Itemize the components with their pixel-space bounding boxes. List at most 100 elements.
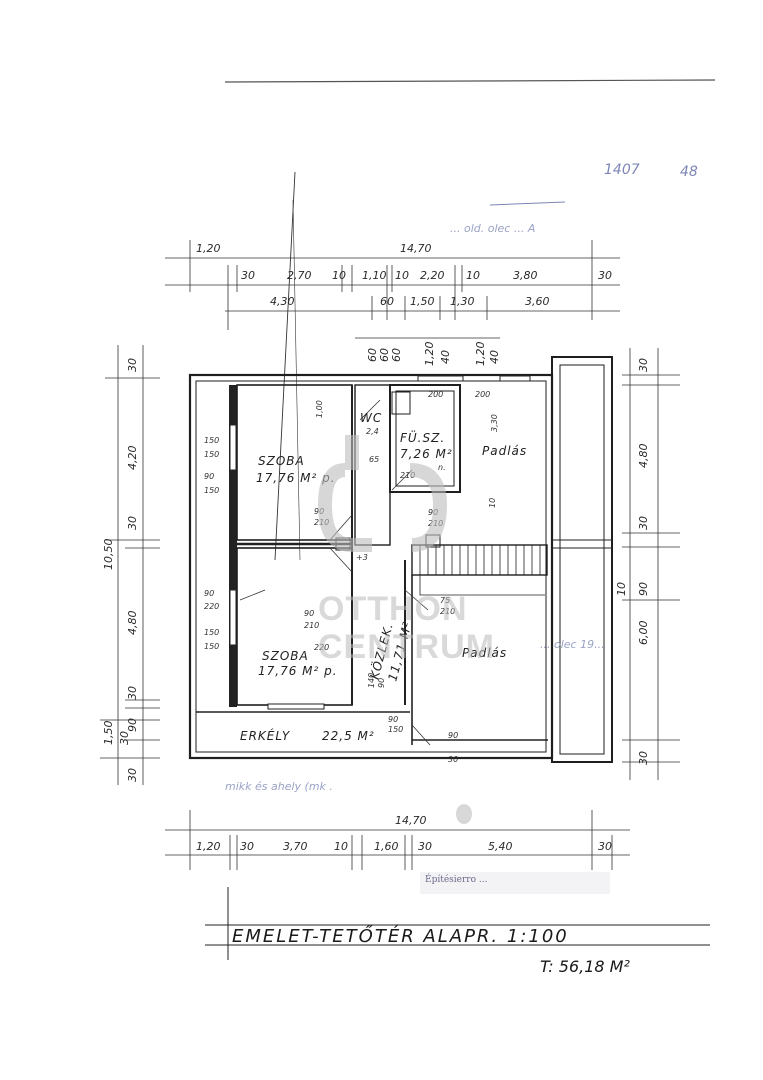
top-dim-2: 30 bbox=[241, 269, 255, 282]
drawing-title: EMELET-TETŐTÉR ALAPR. 1:100 bbox=[232, 925, 569, 947]
svg-text:30: 30 bbox=[118, 731, 131, 745]
room-fursz-code: n. bbox=[438, 463, 446, 472]
watermark-line-2: CENTRUM bbox=[318, 628, 495, 666]
bottom-overall-dim: 14,70 bbox=[395, 814, 427, 827]
svg-text:1,20: 1,20 bbox=[474, 342, 487, 367]
svg-text:30: 30 bbox=[126, 768, 139, 782]
room-fursz-name: FÜ.SZ. bbox=[400, 429, 445, 445]
room-padlas-2-name: Padlás bbox=[462, 646, 507, 660]
room-szoba-1-name: SZOBA bbox=[258, 454, 305, 468]
svg-text:150: 150 bbox=[204, 436, 219, 445]
stamp-text: Építésierro ... bbox=[425, 873, 488, 885]
svg-text:3,70: 3,70 bbox=[283, 840, 308, 853]
svg-text:220: 220 bbox=[314, 643, 329, 652]
note-mid: ... olec 19... bbox=[540, 638, 605, 651]
svg-text:30: 30 bbox=[126, 358, 139, 372]
svg-text:30: 30 bbox=[240, 840, 254, 853]
door-swings bbox=[239, 399, 431, 746]
room-padlas-1-name: Padlás bbox=[482, 444, 527, 458]
plan-walls bbox=[188, 356, 613, 763]
svg-text:10: 10 bbox=[334, 840, 348, 853]
reference-number: 1407 bbox=[604, 162, 640, 178]
window-markers bbox=[229, 375, 531, 710]
room-erkely-area: 22,5 M² bbox=[322, 729, 375, 743]
note-bottom: mikk és ahely (mk . bbox=[225, 780, 333, 793]
top-overall-dim: 14,70 bbox=[400, 242, 432, 255]
svg-text:90: 90 bbox=[388, 715, 398, 724]
svg-text:3,30: 3,30 bbox=[490, 414, 499, 432]
svg-text:90: 90 bbox=[204, 472, 214, 481]
svg-text:150: 150 bbox=[204, 642, 219, 651]
svg-text:6,00: 6,00 bbox=[637, 621, 650, 646]
svg-text:5,40: 5,40 bbox=[488, 840, 513, 853]
svg-text:60: 60 bbox=[366, 348, 379, 362]
svg-text:40: 40 bbox=[439, 350, 452, 364]
svg-text:1,60: 1,60 bbox=[374, 840, 399, 853]
title-block: EMELET-TETŐTÉR ALAPR. 1:100 T: 56,18 M² bbox=[205, 887, 710, 976]
top-dim-1: 1,20 bbox=[196, 242, 221, 255]
svg-text:30: 30 bbox=[637, 516, 650, 530]
svg-text:90: 90 bbox=[448, 731, 458, 740]
svg-text:30: 30 bbox=[598, 840, 612, 853]
watermark-line-1: OTTHON bbox=[318, 590, 468, 628]
svg-text:1,50: 1,50 bbox=[102, 721, 115, 746]
svg-text:90: 90 bbox=[377, 678, 386, 688]
svg-text:150: 150 bbox=[204, 628, 219, 637]
total-area: T: 56,18 M² bbox=[540, 957, 630, 976]
svg-text:4,80: 4,80 bbox=[126, 611, 139, 636]
svg-text:140: 140 bbox=[367, 673, 376, 688]
room-wc-area: 2,4 bbox=[366, 427, 379, 436]
svg-text:1,20: 1,20 bbox=[423, 342, 436, 367]
top-dim-4: 10 bbox=[332, 269, 346, 282]
top-dim-7: 2,20 bbox=[420, 269, 445, 282]
header-line bbox=[224, 79, 716, 83]
svg-text:30: 30 bbox=[637, 751, 650, 765]
bottom-dimension-chain: 14,70 1,20 30 3,70 10 1,60 30 5,40 30 bbox=[165, 810, 630, 870]
top-dim-8: 10 bbox=[466, 269, 480, 282]
svg-text:+3: +3 bbox=[356, 553, 368, 562]
top-dim-3: 2,70 bbox=[287, 269, 312, 282]
svg-text:150: 150 bbox=[204, 486, 219, 495]
svg-text:90: 90 bbox=[126, 718, 139, 732]
svg-text:75: 75 bbox=[440, 596, 450, 605]
svg-text:30: 30 bbox=[637, 358, 650, 372]
smudge bbox=[456, 804, 472, 824]
svg-text:4,20: 4,20 bbox=[126, 446, 139, 471]
svg-text:200: 200 bbox=[475, 390, 490, 399]
room-wc-name: WC bbox=[360, 411, 382, 425]
svg-text:220: 220 bbox=[204, 602, 219, 611]
room-szoba-2-name: SZOBA bbox=[262, 649, 309, 663]
room-erkely-name: ERKÉLY bbox=[240, 728, 291, 743]
svg-text:1,00: 1,00 bbox=[315, 400, 324, 418]
left-dimension-chain: 10,50 30 4,20 30 4,80 30 1,50 30 90 30 bbox=[100, 345, 160, 785]
svg-text:30: 30 bbox=[126, 686, 139, 700]
svg-text:210: 210 bbox=[400, 471, 415, 480]
svg-text:200: 200 bbox=[428, 390, 443, 399]
stair-landing bbox=[419, 575, 545, 596]
svg-text:90: 90 bbox=[637, 582, 650, 596]
top-dim-5: 1,10 bbox=[362, 269, 387, 282]
north-arrow-line bbox=[274, 171, 296, 561]
svg-text:30: 30 bbox=[448, 755, 458, 764]
svg-text:60: 60 bbox=[378, 348, 391, 362]
left-overall-dim: 10,50 bbox=[102, 539, 115, 571]
svg-text:40: 40 bbox=[488, 350, 501, 364]
stamp-box bbox=[420, 872, 610, 894]
svg-text:65: 65 bbox=[369, 455, 379, 464]
svg-text:1,20: 1,20 bbox=[196, 840, 221, 853]
top-row3-dims: 60 60 60 1,20 40 1,20 40 bbox=[366, 342, 501, 367]
reference-suffix: 48 bbox=[680, 164, 698, 180]
stair-treads bbox=[419, 545, 541, 575]
svg-text:10: 10 bbox=[488, 498, 497, 508]
note-top: ... old. olec ... A bbox=[450, 222, 535, 235]
room-fursz-area: 7,26 M² bbox=[400, 447, 453, 461]
top-dimension-chain: 14,70 1,20 30 2,70 10 1,10 10 2,20 10 3,… bbox=[165, 240, 620, 339]
svg-text:60: 60 bbox=[390, 348, 403, 362]
top-row2-dim-2: 60 bbox=[380, 295, 394, 308]
svg-text:30: 30 bbox=[126, 516, 139, 530]
reference-underline bbox=[489, 201, 566, 206]
top-dim-10: 30 bbox=[598, 269, 612, 282]
top-row2-dim-3: 1,50 bbox=[410, 295, 435, 308]
